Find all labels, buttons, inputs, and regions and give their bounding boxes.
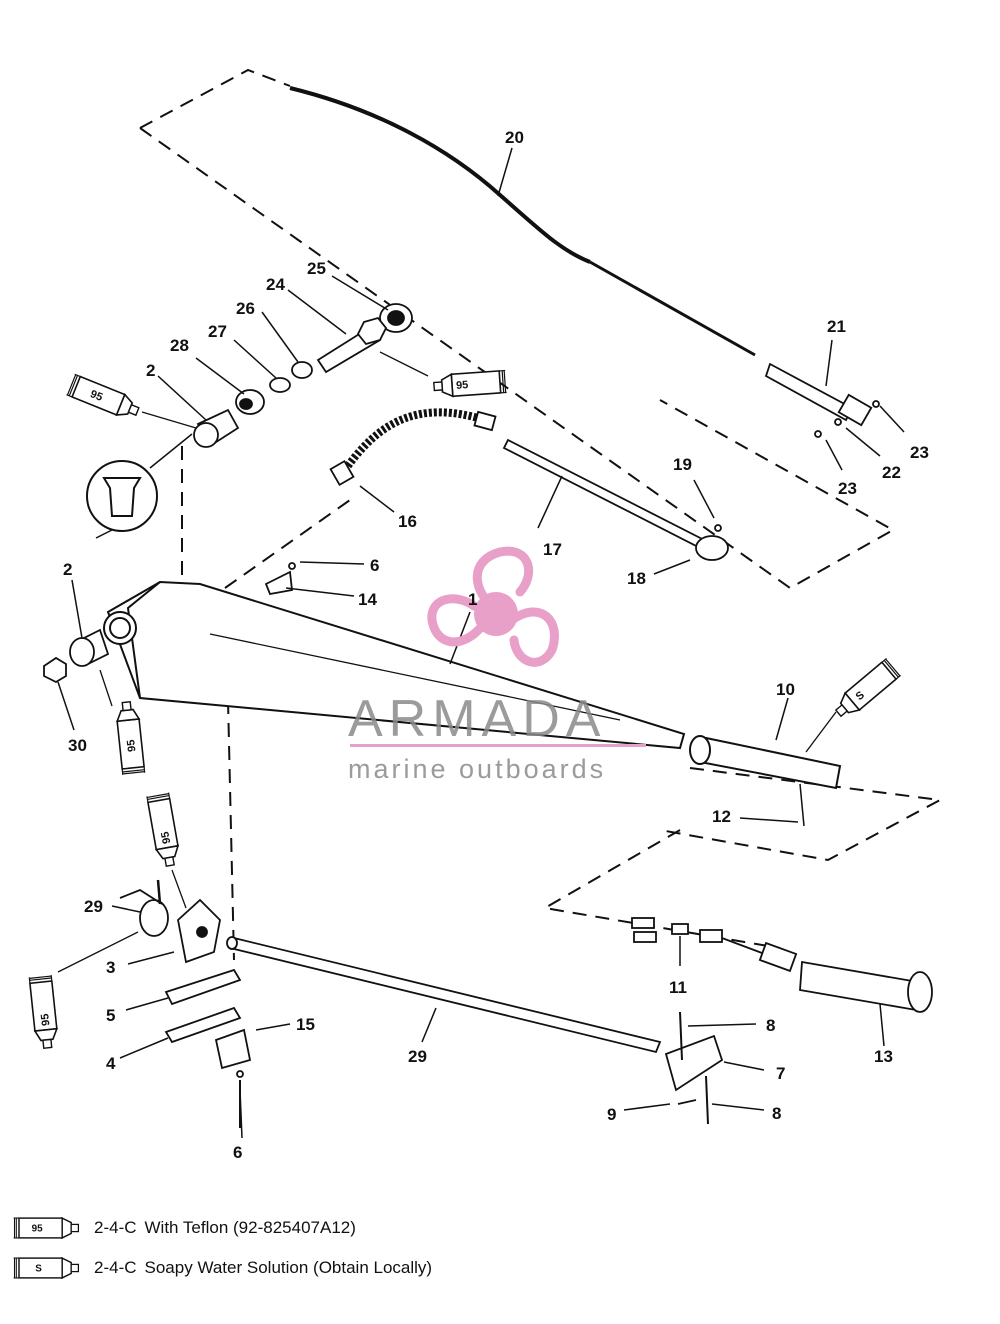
callout-3: 3 (106, 958, 115, 977)
callout-15: 15 (296, 1015, 315, 1034)
callout-25: 25 (307, 259, 326, 278)
callout-21: 21 (827, 317, 846, 336)
lubricant-tube-95-a: 95 (65, 373, 143, 423)
watermark-logo: ARMADA marine outboards (348, 546, 646, 784)
long-shaft (226, 936, 662, 1054)
callout-10: 10 (776, 680, 795, 699)
callout-12: 12 (712, 807, 731, 826)
callout-8-lower: 8 (772, 1104, 781, 1123)
callout-1: 1 (468, 590, 477, 609)
callout-17: 17 (543, 540, 562, 559)
lubricant-tube-icon: S (12, 1257, 80, 1279)
bushing-detail-inset (86, 433, 193, 539)
svg-text:95: 95 (32, 1224, 44, 1235)
callout-20: 20 (505, 128, 524, 147)
callout-4: 4 (106, 1054, 116, 1073)
callout-24: 24 (266, 275, 285, 294)
shift-rod (502, 438, 729, 561)
callout-28: 28 (170, 336, 189, 355)
callout-23-upper: 23 (910, 443, 929, 462)
callout-7: 7 (776, 1064, 785, 1083)
callout-16: 16 (398, 512, 417, 531)
callout-29-bottom: 29 (408, 1047, 427, 1066)
callout-26: 26 (236, 299, 255, 318)
wiring-and-grip (631, 917, 933, 1013)
flexible-shaft (329, 408, 497, 487)
svg-text:95: 95 (39, 1013, 52, 1026)
callout-numbers: 20 21 23 22 23 25 24 26 27 28 2 2 16 17 … (63, 128, 929, 1162)
callout-8-upper: 8 (766, 1016, 775, 1035)
small-clip (264, 562, 296, 596)
svg-text:S: S (35, 1264, 42, 1275)
callout-9: 9 (607, 1105, 616, 1124)
callout-5: 5 (106, 1006, 115, 1025)
upper-hardware-stack (193, 303, 413, 448)
lubricant-tube-95-b: 95 (432, 369, 508, 399)
tiller-arm (103, 580, 686, 750)
callout-22: 22 (882, 463, 901, 482)
propeller-icon (427, 546, 559, 667)
callout-leaders (57, 147, 905, 1139)
svg-text:95: 95 (456, 379, 469, 392)
watermark-underline (350, 744, 646, 747)
callout-6-upper: 6 (370, 556, 379, 575)
callout-18: 18 (627, 569, 646, 588)
dashed-group-outlines (139, 68, 944, 961)
lubricant-tube-icon: 95 (12, 1217, 80, 1239)
callout-11: 11 (669, 978, 687, 997)
svg-text:95: 95 (125, 739, 138, 752)
callout-27: 27 (208, 322, 227, 341)
lubricant-leaders (57, 351, 837, 973)
tiller-handle (689, 735, 842, 827)
lubricant-tube-95-d: 95 (146, 791, 182, 869)
callout-2-lower: 2 (63, 560, 72, 579)
callout-29-left: 29 (84, 897, 103, 916)
lower-bushing-and-nut (43, 628, 110, 684)
lubricant-tube-95-e: 95 (28, 974, 60, 1050)
friction-bracket (119, 879, 221, 964)
callout-2-upper: 2 (146, 361, 155, 380)
callout-19: 19 (673, 455, 692, 474)
watermark-brand: ARMADA (348, 690, 606, 748)
cable-end-bracket (764, 362, 880, 438)
throttle-cable (289, 86, 756, 357)
watermark-tagline: marine outboards (348, 754, 606, 784)
callout-14: 14 (358, 590, 377, 609)
lubricant-tube-95-c: 95 (114, 700, 146, 776)
clamp-plates (164, 968, 252, 1128)
callout-30: 30 (68, 736, 87, 755)
shaft-clamp (664, 1011, 724, 1125)
callout-13: 13 (874, 1047, 893, 1066)
lubricant-tube-s: S (830, 657, 902, 723)
svg-text:95: 95 (159, 831, 173, 845)
svg-text:95: 95 (88, 388, 104, 404)
callout-6-lower: 6 (233, 1143, 242, 1162)
callout-23-lower: 23 (838, 479, 857, 498)
